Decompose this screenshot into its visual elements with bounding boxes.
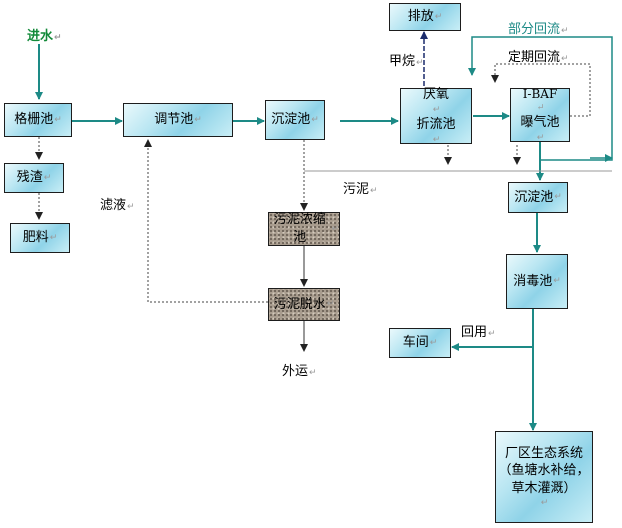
sedimentation-tank-1-box: 沉淀池↵: [265, 100, 325, 140]
partial-reflux-line: [468, 36, 613, 161]
sludge-label: 污泥↵: [343, 182, 378, 197]
reuse-label: 回用↵: [461, 325, 496, 340]
transport-out-label: 外运↵: [282, 364, 317, 379]
fertilizer-box: 肥料↵: [10, 223, 70, 253]
disinfection-tank-box: 消毒池↵: [506, 254, 568, 309]
inlet-label: 进水↵: [27, 29, 62, 44]
sludge-dewatering-box: 污泥脱水↵: [268, 288, 340, 321]
workshop-box: 车间↵: [389, 328, 451, 358]
ibaf-aeration-tank-box: I-BAF↵ 曝气池↵: [510, 87, 570, 143]
periodic-reflux-label: 定期回流↵: [508, 50, 569, 65]
discharge-box: 排放↵: [389, 3, 461, 31]
methane-label: 甲烷↵: [389, 54, 424, 69]
filtrate-label: 滤液↵: [100, 198, 135, 213]
sludge-thickener-box: 污泥浓缩池↵: [268, 212, 340, 246]
sedimentation-tank-2-box: 沉淀池↵: [508, 182, 568, 213]
screen-tank-box: 格栅池↵: [4, 103, 72, 137]
equalization-tank-box: 调节池↵: [123, 103, 233, 137]
filtrate-return-line: [144, 139, 268, 303]
eco-system-box: 厂区生态系统 （鱼塘水补给， 草木灌溉）↵: [495, 431, 593, 523]
partial-reflux-label: 部分回流↵: [508, 22, 569, 37]
residue-box: 残渣↵: [4, 163, 64, 193]
periodic-reflux-line: [491, 63, 591, 117]
anaerobic-baffled-tank-box: 厌氧↵ 折流池↵: [400, 87, 472, 145]
